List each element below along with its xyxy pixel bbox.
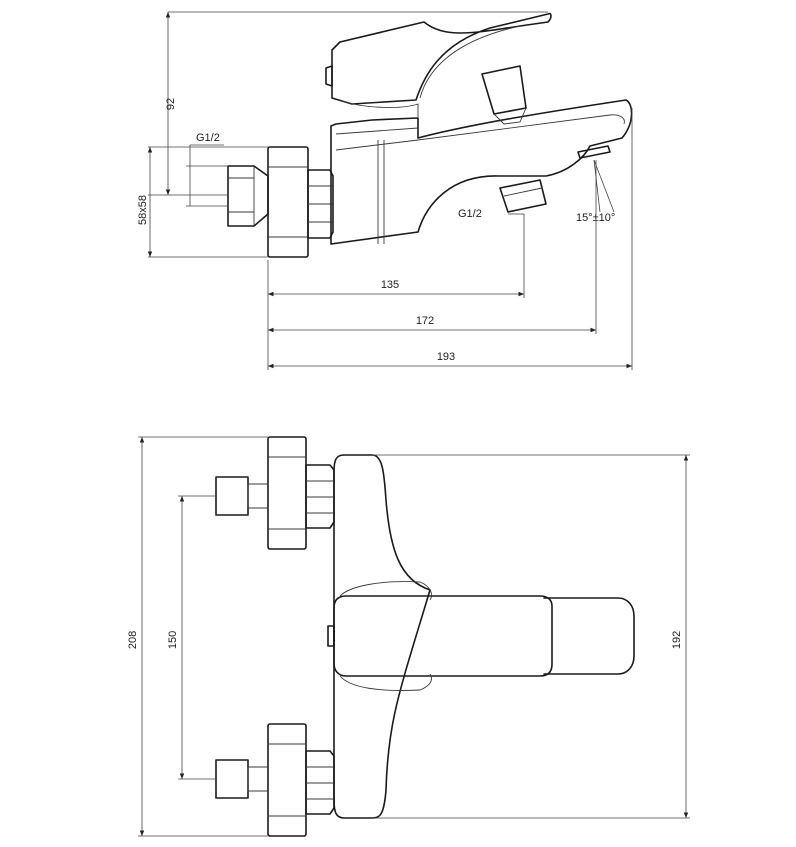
lever-handle — [331, 12, 552, 105]
mixer-body — [330, 99, 633, 245]
dim-192-label: 192 — [671, 631, 683, 649]
lever-cap-front — [327, 625, 335, 647]
spout-front — [543, 597, 635, 675]
spout-aerator — [577, 145, 611, 159]
dim-208-label: 208 — [127, 631, 139, 649]
dim-92-label: 92 — [165, 98, 177, 110]
dim-193-label: 193 — [437, 351, 455, 363]
dim-150-label: 150 — [167, 631, 179, 649]
dim-58x58-label: 58x58 — [137, 195, 149, 225]
upper-wall-flange — [267, 436, 307, 550]
front-view: 208 150 192 — [127, 436, 690, 837]
mixer-body-front — [333, 454, 431, 819]
dim-172-label: 172 — [416, 315, 434, 327]
hex-nut — [307, 169, 334, 239]
dim-g12-outlet-label: G1/2 — [458, 208, 482, 220]
lower-wall-flange — [267, 723, 307, 837]
diverter-knob — [481, 65, 527, 115]
dim-135-label: 135 — [381, 279, 399, 291]
lever-handle-front — [333, 595, 553, 677]
shower-outlet — [499, 179, 547, 213]
upper-connector — [215, 476, 249, 516]
lower-hex-nut — [305, 750, 335, 815]
lower-connector — [215, 759, 249, 799]
upper-hex-nut — [305, 464, 335, 529]
dim-g12-inlet-label: G1/2 — [196, 132, 220, 144]
side-view: 92 58x58 G1/2 G1/2 15°±10° 135 172 193 — [137, 11, 633, 370]
lever-cap-small — [325, 65, 333, 87]
eccentric-connector — [227, 165, 269, 227]
wall-flange — [267, 146, 309, 258]
